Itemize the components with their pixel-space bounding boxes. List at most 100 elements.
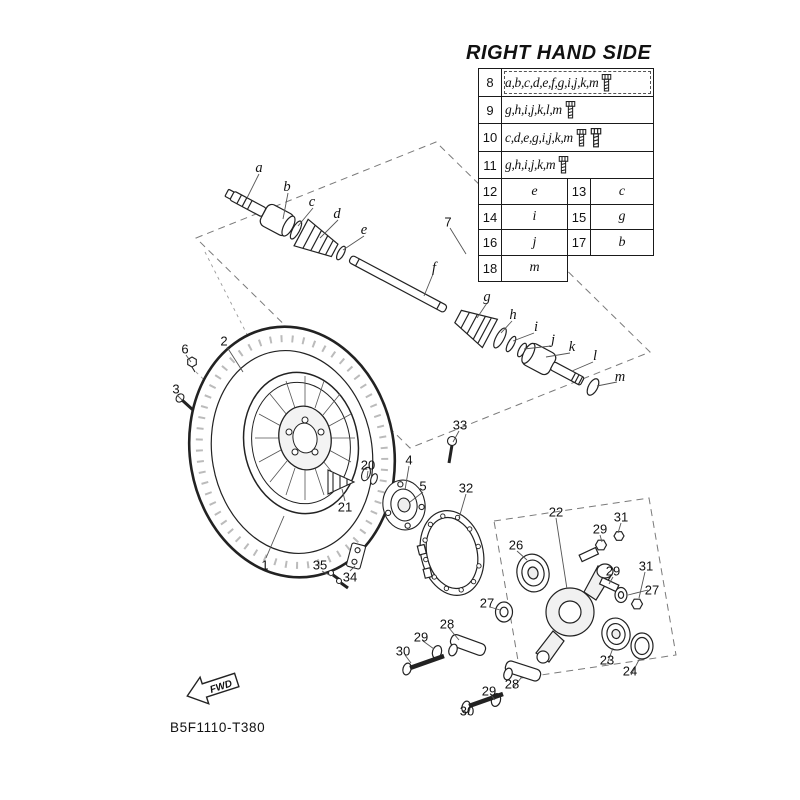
row-letter: i	[502, 204, 568, 230]
callout-32: 32	[458, 480, 474, 496]
leader-lines	[176, 173, 649, 716]
row-number: 9	[479, 96, 502, 124]
stud-upper	[578, 546, 600, 563]
bracket-34-35	[327, 542, 366, 590]
callout-m: m	[614, 368, 626, 385]
wheel-hub-4-5	[382, 479, 426, 531]
callout-c: c	[308, 193, 316, 210]
row-letters-cell: g,h,i,j,k,m	[502, 152, 653, 179]
row-letters: g,h,i,j,k,l,m	[505, 102, 562, 117]
table-row-12-13: 12 e 13 c	[478, 178, 654, 205]
callout-2: 2	[220, 333, 228, 349]
washer-27b	[614, 586, 628, 604]
row-number: 11	[479, 151, 502, 179]
collar-28b	[503, 660, 542, 682]
collar-28a	[448, 634, 487, 657]
callout-27: 27	[644, 582, 660, 598]
drawing-number: B5F1110-T380	[170, 720, 266, 735]
bolt-icon	[559, 156, 569, 174]
bearing-26	[516, 553, 550, 593]
table-row-10: 10 c,d,e,g,i,j,k,m	[478, 123, 654, 152]
axle-shaft	[348, 255, 448, 313]
callout-b: b	[283, 178, 291, 195]
row-number: 14	[479, 204, 502, 230]
page-title: RIGHT HAND SIDE	[466, 42, 652, 64]
row-letters-cell: c,d,e,g,i,j,k,m	[502, 124, 653, 151]
row-letter: m	[529, 260, 540, 275]
callout-30: 30	[459, 703, 475, 719]
callout-28: 28	[504, 676, 520, 692]
callout-d: d	[333, 205, 341, 222]
row-number: 8	[479, 69, 502, 96]
callout-28: 28	[439, 616, 455, 632]
callout-34: 34	[342, 569, 358, 585]
row-number: 17	[568, 230, 591, 255]
callout-i: i	[533, 318, 539, 335]
callout-29: 29	[605, 563, 621, 579]
row-letter: j	[502, 230, 568, 255]
table-row-14-15: 14 i 15 g	[478, 203, 654, 231]
callout-29: 29	[413, 629, 429, 645]
callout-20: 20	[360, 457, 376, 473]
row-letters-cell: a,b,c,d,e,f,g,i,j,k,m	[502, 69, 653, 96]
bolt-icon	[565, 101, 576, 119]
callout-4: 4	[405, 452, 413, 468]
fwd-arrow: FWD	[186, 672, 240, 705]
circlip	[289, 220, 303, 240]
rim-spokes	[255, 376, 355, 500]
cv-boot-inner	[293, 218, 339, 258]
callout-29: 29	[481, 683, 497, 699]
row-letter: e	[502, 179, 568, 204]
knuckle-22	[535, 563, 614, 664]
callout-h: h	[509, 306, 517, 323]
callout-22: 22	[548, 504, 564, 520]
bolt-30a	[402, 653, 445, 676]
nut-31a	[613, 531, 625, 541]
callout-k: k	[568, 338, 576, 355]
callout-29: 29	[592, 521, 608, 537]
ring-24	[630, 632, 654, 660]
callout-l: l	[592, 347, 598, 364]
row-number: 10	[479, 124, 502, 151]
table-row-11: 11 g,h,i,j,k,m	[478, 150, 654, 180]
table-row-16-17: 16 j 17 b	[478, 229, 654, 256]
callout-31: 31	[613, 509, 629, 525]
table-row-8: 8 a,b,c,d,e,f,g,i,j,k,m	[478, 68, 654, 97]
valve-parts	[175, 356, 197, 412]
retaining-ring	[586, 378, 600, 396]
row-number: 18	[479, 255, 502, 281]
stub-shaft-outer	[550, 361, 585, 386]
callout-30: 30	[395, 643, 411, 659]
callout-a: a	[255, 159, 263, 176]
callout-27: 27	[479, 595, 495, 611]
boot-band-outer	[493, 327, 528, 358]
bolt-icon	[602, 73, 612, 91]
callout-24: 24	[622, 663, 638, 679]
cone-washer-21	[327, 469, 356, 495]
callout-23: 23	[599, 652, 615, 668]
row-number: 13	[568, 179, 591, 204]
stub-shaft-inner	[224, 188, 267, 217]
row-letters: c,d,e,g,i,j,k,m	[505, 129, 573, 145]
washer-27a	[494, 601, 514, 623]
drive-axle	[224, 188, 600, 396]
row-letter: c	[618, 183, 626, 199]
knuckle-group-outline	[493, 497, 677, 679]
table-row-18: 18 m	[478, 254, 568, 282]
row-number: 12	[479, 179, 502, 204]
fastener-table: 8 a,b,c,d,e,f,g,i,j,k,m 9 g,h,i,j,k,l,m …	[478, 68, 654, 282]
row-number: 16	[479, 230, 502, 255]
row-letters: a,b,c,d,e,f,g,i,j,k,m	[505, 74, 599, 90]
callout-j: j	[550, 331, 556, 348]
nut-6	[187, 356, 197, 373]
cv-joint-inner	[259, 203, 296, 237]
callout-5: 5	[419, 478, 427, 494]
bolt-icon	[576, 128, 587, 146]
row-number: 15	[568, 204, 591, 230]
wheel-bolt-holes	[285, 416, 325, 456]
bolt-33	[446, 435, 458, 464]
hub-small-parts	[327, 435, 458, 531]
cv-boot-outer	[454, 309, 499, 349]
